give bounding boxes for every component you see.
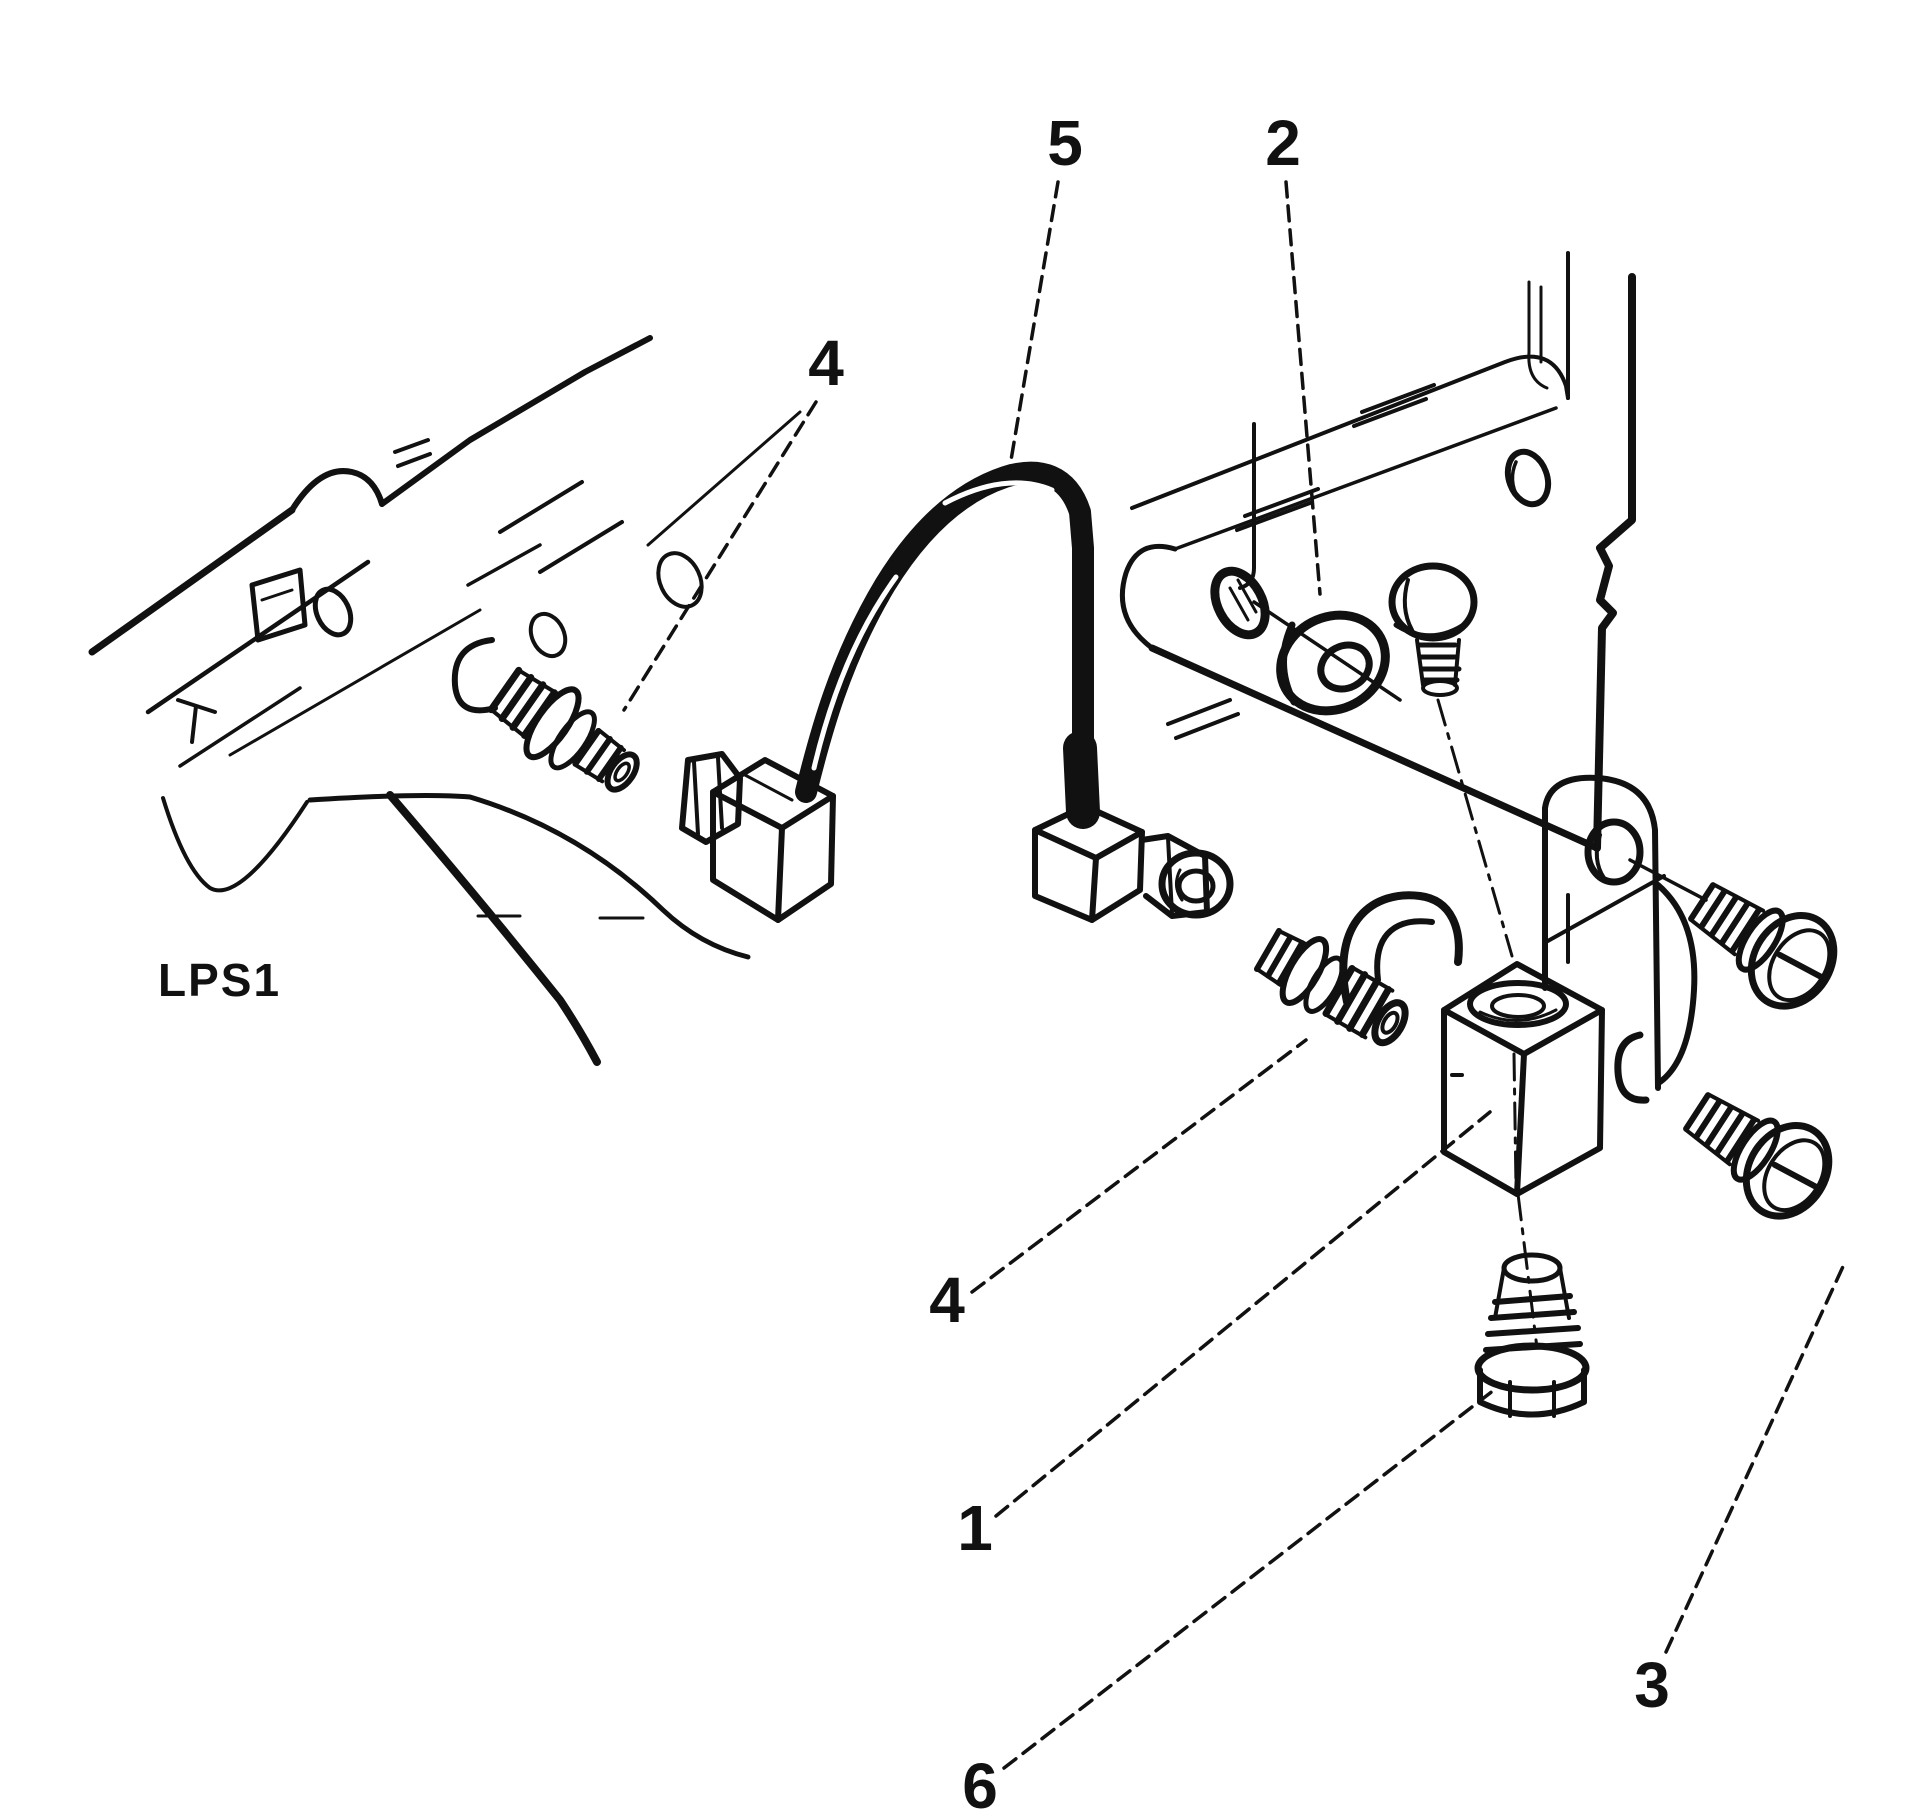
pipe-clamp <box>1339 891 1463 1006</box>
mounting-block <box>1441 774 1698 1197</box>
banjo-bolt-lower <box>1254 891 1463 1047</box>
screw-lower <box>1474 1252 1590 1418</box>
callout-item6: 6 <box>962 1750 998 1815</box>
flange-bolt-lower <box>1683 1092 1833 1220</box>
plate-lug-hole <box>1210 566 1270 640</box>
pipe-highlight <box>942 480 1055 506</box>
callout-item5: 5 <box>1047 107 1083 179</box>
pipe-highlight <box>811 574 899 771</box>
tab-bolt-hole <box>1584 818 1644 886</box>
callout-item4-upper: 4 <box>808 327 844 399</box>
leader-item4-lower <box>970 1038 1308 1294</box>
figure-reference-code: LPS1 <box>158 954 281 1006</box>
union-threaded-bore <box>1158 849 1234 919</box>
pipe-union-right <box>1032 803 1234 923</box>
leader-item5 <box>1006 180 1060 480</box>
leader-item1 <box>994 1110 1492 1518</box>
leader-item3 <box>1664 1258 1848 1654</box>
callout-item3: 3 <box>1634 1649 1670 1721</box>
callout-item4-lower: 4 <box>929 1264 965 1336</box>
leader-item6 <box>1002 1388 1496 1770</box>
leader-item4-upper <box>622 400 818 712</box>
mounting-plate <box>1119 251 1636 852</box>
block-threaded-hole <box>1467 980 1569 1028</box>
pipe-sleeve <box>1063 731 1100 829</box>
callout-item2: 2 <box>1265 107 1301 179</box>
bushing <box>1276 610 1390 716</box>
plate-face-hole <box>1504 448 1552 508</box>
indicator-hole-to-bushing <box>1252 600 1402 702</box>
engine-casting <box>88 335 802 1066</box>
flange-bolt-upper <box>1688 882 1838 1010</box>
pipe-union-left <box>710 757 836 923</box>
fuel-pipe <box>795 461 1100 829</box>
banjo-bolt-left <box>487 666 640 793</box>
indicator-tabhole-to-bolt <box>1628 858 1708 902</box>
callout-item1: 1 <box>957 1492 993 1564</box>
leader-item2 <box>1284 180 1322 596</box>
plug-screw <box>1388 562 1478 697</box>
